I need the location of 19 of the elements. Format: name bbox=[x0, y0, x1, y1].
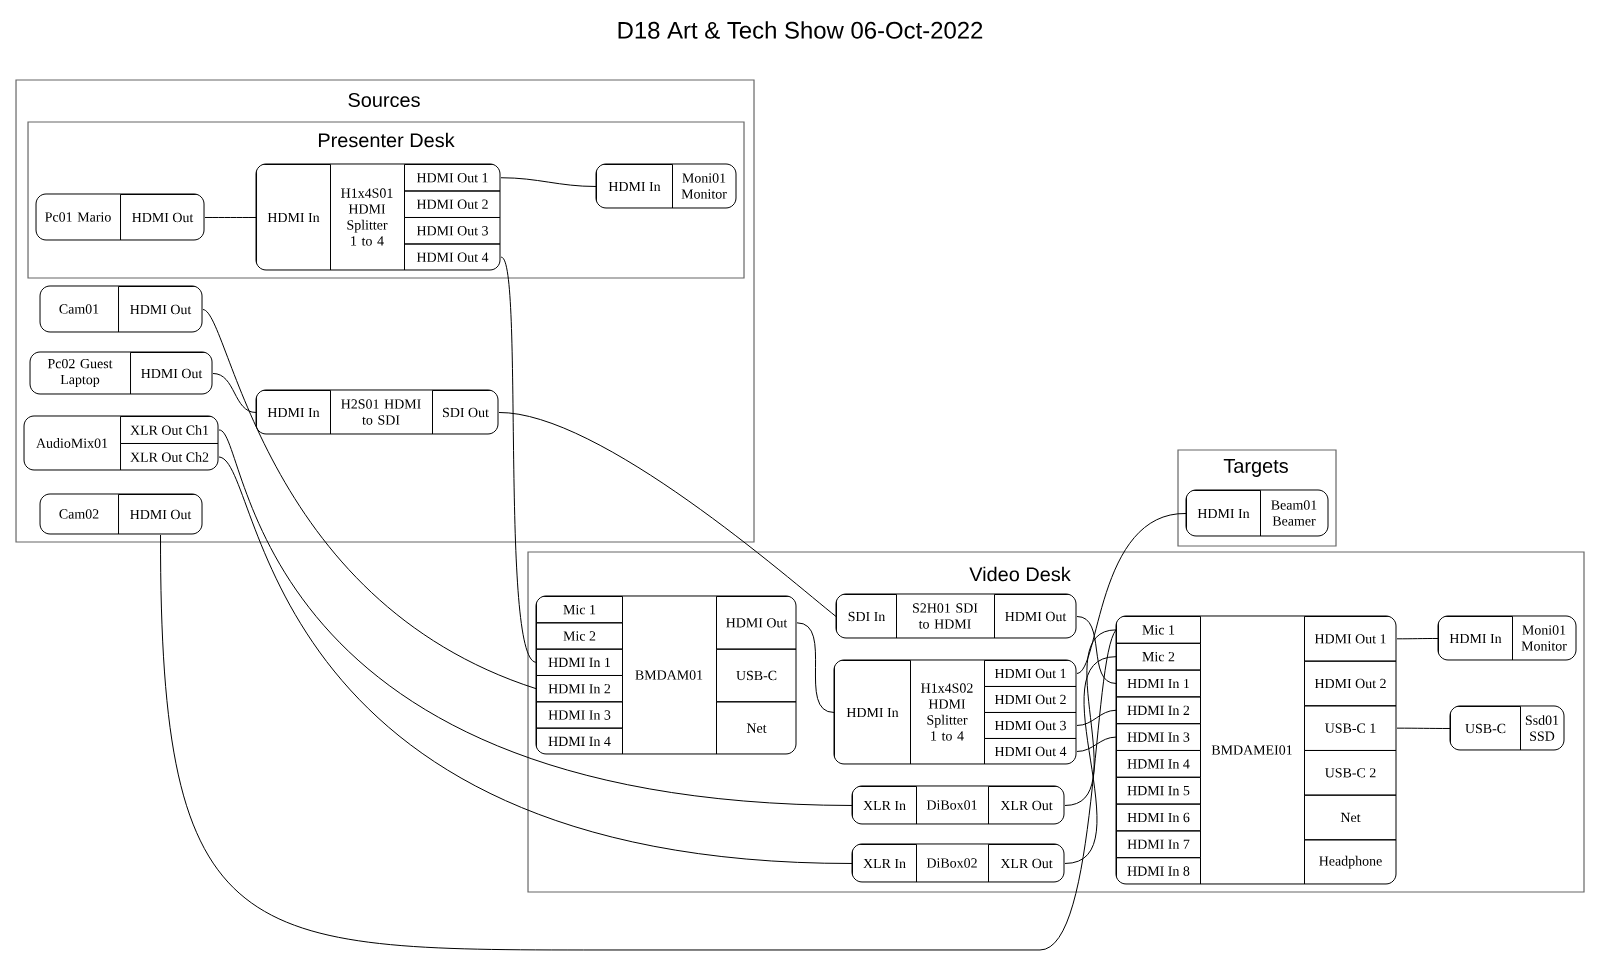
cable-line bbox=[218, 429, 853, 806]
cable-line bbox=[1396, 727, 1451, 729]
cable-line bbox=[212, 373, 257, 413]
cable-line bbox=[796, 622, 835, 713]
cable-line bbox=[498, 412, 837, 617]
cable-line bbox=[1076, 709, 1117, 726]
cable-line bbox=[1076, 736, 1117, 752]
cable-line bbox=[1076, 513, 1187, 674]
cable-line bbox=[500, 177, 597, 187]
cable-line bbox=[204, 217, 257, 218]
cable-line bbox=[218, 456, 853, 864]
cable-line bbox=[202, 309, 537, 690]
title: D18 Art & Tech Show 06-Oct-2022 bbox=[618, 21, 983, 39]
cable-line bbox=[1396, 638, 1439, 640]
cable-line bbox=[1064, 629, 1117, 806]
cable-line bbox=[1076, 616, 1117, 684]
cable-line bbox=[500, 256, 537, 663]
cable-line bbox=[1064, 656, 1117, 864]
cable-line bbox=[160, 534, 1117, 951]
